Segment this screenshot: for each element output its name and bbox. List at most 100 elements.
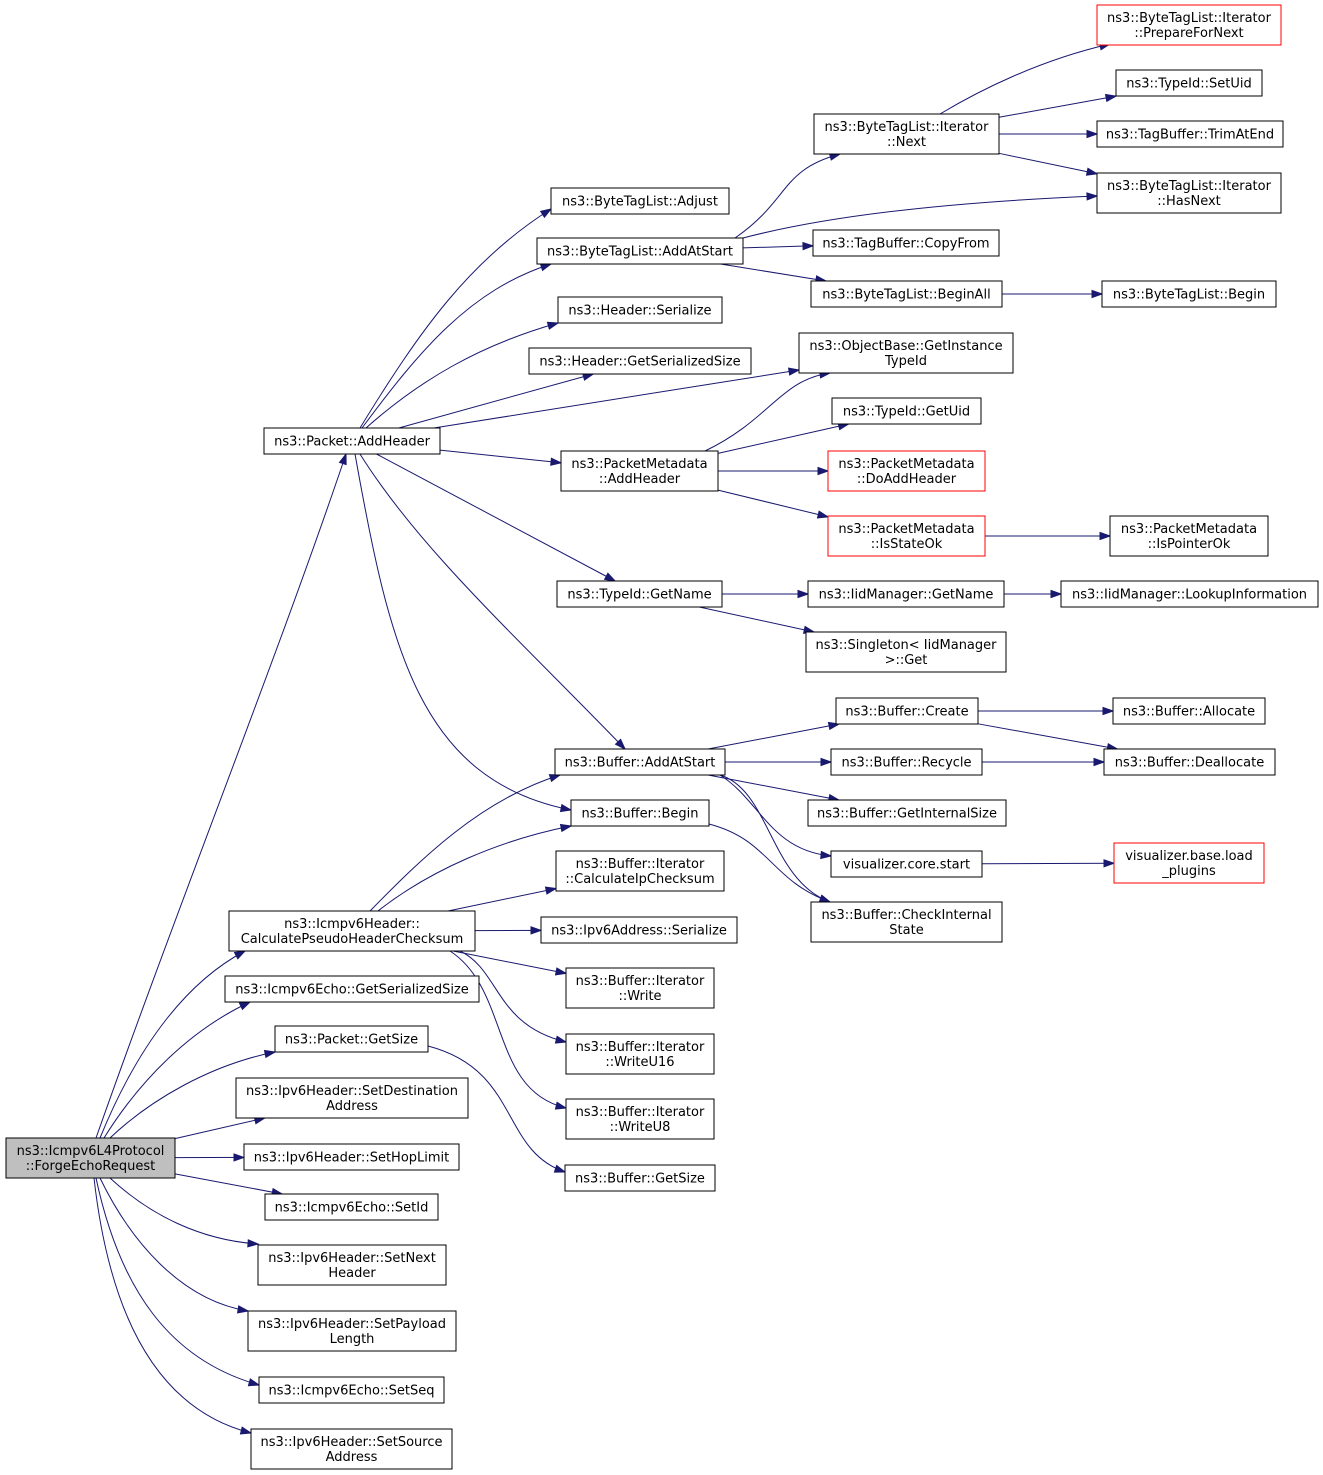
node-box[interactable] — [565, 1098, 715, 1140]
node-box[interactable] — [1103, 748, 1276, 776]
node-box[interactable] — [807, 580, 1005, 608]
node-ns3-packetmetadata-addheader[interactable]: ns3::PacketMetadata::AddHeader — [560, 450, 719, 492]
node-box[interactable] — [1115, 69, 1263, 97]
node-box[interactable] — [5, 1137, 176, 1179]
node-box[interactable] — [557, 296, 723, 324]
node-ns3-buffer-iterator-write[interactable]: ns3::Buffer::Iterator::Write — [565, 967, 715, 1009]
node-box[interactable] — [250, 1428, 453, 1470]
node-ns3-buffer-deallocate[interactable]: ns3::Buffer::Deallocate — [1103, 748, 1276, 776]
node-ns3-buffer-recycle[interactable]: ns3::Buffer::Recycle — [830, 748, 983, 776]
node-ns3-bytetaglist-addatstart[interactable]: ns3::ByteTagList::AddAtStart — [536, 237, 744, 265]
node-box[interactable] — [1113, 842, 1265, 884]
node-box[interactable] — [235, 1077, 469, 1119]
node-box[interactable] — [831, 397, 982, 425]
node-ns3-singleton-iidmanager-get[interactable]: ns3::Singleton< IidManager>::Get — [805, 631, 1007, 673]
node-box[interactable] — [1060, 580, 1319, 608]
node-box[interactable] — [570, 799, 710, 827]
node-ns3-bytetaglist-iterator-hasnext[interactable]: ns3::ByteTagList::Iterator::HasNext — [1096, 172, 1282, 214]
node-box[interactable] — [1109, 515, 1269, 557]
node-box[interactable] — [830, 748, 983, 776]
node-box[interactable] — [247, 1310, 457, 1352]
node-ns3-packetmetadata-doaddheader[interactable]: ns3::PacketMetadata::DoAddHeader — [827, 450, 986, 492]
node-box[interactable] — [798, 332, 1014, 374]
node-box[interactable] — [812, 229, 1000, 257]
node-box[interactable] — [224, 975, 480, 1003]
node-ns3-icmpv6echo-setid[interactable]: ns3::Icmpv6Echo::SetId — [264, 1193, 439, 1221]
node-ns3-bytetaglist-iterator-preparefornext[interactable]: ns3::ByteTagList::Iterator::PrepareForNe… — [1096, 4, 1282, 46]
node-box[interactable] — [1096, 120, 1284, 148]
node-ns3-packet-getsize[interactable]: ns3::Packet::GetSize — [274, 1025, 429, 1053]
node-ns3-packet-addheader[interactable]: ns3::Packet::AddHeader — [263, 427, 441, 455]
node-box[interactable] — [528, 347, 752, 375]
node-box[interactable] — [257, 1244, 447, 1286]
node-box[interactable] — [555, 850, 725, 892]
node-ns3-buffer-getsize[interactable]: ns3::Buffer::GetSize — [564, 1164, 716, 1192]
node-ns3-packetmetadata-isstateok[interactable]: ns3::PacketMetadata::IsStateOk — [827, 515, 986, 557]
node-ns3-buffer-getinternalsize[interactable]: ns3::Buffer::GetInternalSize — [807, 799, 1007, 827]
node-box[interactable] — [560, 450, 719, 492]
node-box[interactable] — [274, 1025, 429, 1053]
node-box[interactable] — [564, 1164, 716, 1192]
node-box[interactable] — [264, 1193, 439, 1221]
node-ns3-icmpv6l4protocol-forgeechorequest[interactable]: ns3::Icmpv6L4Protocol::ForgeEchoRequest — [5, 1137, 176, 1179]
node-ns3-buffer-begin[interactable]: ns3::Buffer::Begin — [570, 799, 710, 827]
node-box[interactable] — [228, 910, 476, 952]
node-ns3-bytetaglist-adjust[interactable]: ns3::ByteTagList::Adjust — [550, 187, 730, 215]
node-ns3-typeid-getuid[interactable]: ns3::TypeId::GetUid — [831, 397, 982, 425]
node-ns3-iidmanager-getname[interactable]: ns3::IidManager::GetName — [807, 580, 1005, 608]
node-box[interactable] — [550, 187, 730, 215]
node-box[interactable] — [810, 280, 1003, 308]
node-box[interactable] — [1096, 172, 1282, 214]
node-box[interactable] — [813, 113, 1000, 155]
node-visualizer-base-load-plugins[interactable]: visualizer.base.load_plugins — [1113, 842, 1265, 884]
node-ns3-buffer-addatstart[interactable]: ns3::Buffer::AddAtStart — [554, 748, 726, 776]
node-box[interactable] — [830, 850, 983, 878]
node-box[interactable] — [805, 631, 1007, 673]
node-box[interactable] — [556, 580, 723, 608]
node-ns3-ipv6address-serialize[interactable]: ns3::Ipv6Address::Serialize — [540, 916, 738, 944]
node-box[interactable] — [827, 450, 986, 492]
node-box[interactable] — [807, 799, 1007, 827]
node-ns3-bytetaglist-begin[interactable]: ns3::ByteTagList::Begin — [1101, 280, 1277, 308]
node-box[interactable] — [536, 237, 744, 265]
node-box[interactable] — [1101, 280, 1277, 308]
node-ns3-buffer-iterator-writeu16[interactable]: ns3::Buffer::Iterator::WriteU16 — [565, 1033, 715, 1075]
node-ns3-buffer-iterator-calculateipchecksum[interactable]: ns3::Buffer::Iterator::CalculateIpChecks… — [555, 850, 725, 892]
node-ns3-tagbuffer-trimatend[interactable]: ns3::TagBuffer::TrimAtEnd — [1096, 120, 1284, 148]
node-ns3-ipv6header-sethoplimit[interactable]: ns3::Ipv6Header::SetHopLimit — [243, 1143, 460, 1171]
node-ns3-iidmanager-lookupinformation[interactable]: ns3::IidManager::LookupInformation — [1060, 580, 1319, 608]
node-ns3-packetmetadata-ispointerok[interactable]: ns3::PacketMetadata::IsPointerOk — [1109, 515, 1269, 557]
node-ns3-header-getserializedsize[interactable]: ns3::Header::GetSerializedSize — [528, 347, 752, 375]
node-ns3-icmpv6header-calculatepseudoheaderchecksum[interactable]: ns3::Icmpv6Header::CalculatePseudoHeader… — [228, 910, 476, 952]
node-ns3-tagbuffer-copyfrom[interactable]: ns3::TagBuffer::CopyFrom — [812, 229, 1000, 257]
node-ns3-buffer-create[interactable]: ns3::Buffer::Create — [835, 697, 979, 725]
node-ns3-icmpv6echo-getserializedsize[interactable]: ns3::Icmpv6Echo::GetSerializedSize — [224, 975, 480, 1003]
node-ns3-bytetaglist-beginall[interactable]: ns3::ByteTagList::BeginAll — [810, 280, 1003, 308]
node-box[interactable] — [258, 1376, 445, 1404]
node-ns3-buffer-iterator-writeu8[interactable]: ns3::Buffer::Iterator::WriteU8 — [565, 1098, 715, 1140]
node-box[interactable] — [1112, 697, 1266, 725]
node-box[interactable] — [565, 967, 715, 1009]
node-ns3-icmpv6echo-setseq[interactable]: ns3::Icmpv6Echo::SetSeq — [258, 1376, 445, 1404]
node-box[interactable] — [1096, 4, 1282, 46]
node-box[interactable] — [835, 697, 979, 725]
node-ns3-header-serialize[interactable]: ns3::Header::Serialize — [557, 296, 723, 324]
node-ns3-buffer-allocate[interactable]: ns3::Buffer::Allocate — [1112, 697, 1266, 725]
node-box[interactable] — [540, 916, 738, 944]
node-box[interactable] — [810, 901, 1003, 943]
node-box[interactable] — [827, 515, 986, 557]
node-ns3-typeid-setuid[interactable]: ns3::TypeId::SetUid — [1115, 69, 1263, 97]
node-box[interactable] — [243, 1143, 460, 1171]
node-ns3-bytetaglist-iterator-next[interactable]: ns3::ByteTagList::Iterator::Next — [813, 113, 1000, 155]
node-visualizer-core-start[interactable]: visualizer.core.start — [830, 850, 983, 878]
node-box[interactable] — [565, 1033, 715, 1075]
node-ns3-typeid-getname[interactable]: ns3::TypeId::GetName — [556, 580, 723, 608]
node-box[interactable] — [263, 427, 441, 455]
node-box[interactable] — [554, 748, 726, 776]
